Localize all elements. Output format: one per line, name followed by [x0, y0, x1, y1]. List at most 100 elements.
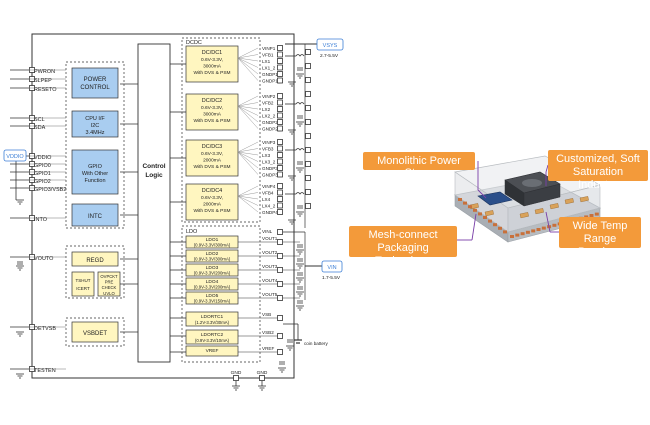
pin-label-gpio1: GPIO1 [34, 171, 51, 177]
dcdc-pin-2-5 [277, 125, 283, 132]
pin-label-gpio3: GPIO3/VSB2 [34, 187, 66, 193]
dcdc-pin-label-3-3: LX3_2 [262, 160, 276, 165]
vsys-rail-box [316, 38, 344, 51]
dcdc-wire-2-1 [237, 102, 259, 107]
dcdc-spec-4-line: 2000mA [203, 202, 222, 208]
bypass-node-10 [305, 189, 311, 195]
pad-right-4 [531, 229, 536, 233]
bypass-node-3 [305, 91, 311, 97]
cpu-if-text-line: I2C [91, 123, 100, 129]
ldortc-block-2 [185, 329, 239, 345]
bypass-node-0 [305, 49, 311, 55]
regd-block [71, 251, 119, 267]
power-control-block [71, 67, 119, 99]
ldo-pin-1 [277, 239, 283, 245]
leader-mesh-2 [471, 213, 477, 241]
pin-label-testen: TESTEN [34, 368, 56, 374]
dcdc-wire-1-2 [237, 57, 259, 62]
callout-passives: Wide Temp Range Passives [559, 217, 641, 258]
dcdc-wire-3-5 [237, 151, 259, 175]
vsbdet-block [71, 321, 119, 343]
dcdc-spec-4-line: With DVS & PSM [193, 208, 230, 214]
dcdc-wire-3-4 [237, 151, 259, 169]
dcdc-pin-4-4 [277, 209, 283, 215]
dcdc-pin-3-4 [277, 165, 283, 171]
ldo-spec-3: (0.9V-3.3V/200mA) [194, 271, 231, 276]
dcdc-wire-3-0 [237, 141, 259, 153]
ldortc-block-3 [185, 345, 239, 357]
dcdc-spec-3-line: With DVS & PSM [193, 164, 230, 170]
leader-monolithic-2 [477, 189, 487, 199]
dcdc-pin-3-3 [277, 158, 283, 165]
dcdc-pin-label-4-4: GNDP4 [262, 210, 278, 215]
dcdc-wire-4-4 [237, 195, 259, 213]
dcdc-name-1: DC/DC1 [202, 50, 222, 56]
pin-label-detvsb: DETVSB [34, 326, 56, 332]
dcdc-pin-label-1-4: GNDP1 [262, 72, 278, 77]
gpio-text-line: Function [84, 178, 105, 184]
pad-right-6 [541, 226, 546, 230]
ldortc-spec-2: (0.9V-3.3V/10mA) [195, 338, 230, 343]
ldo-name-3: LDO3 [206, 265, 219, 271]
dcdc-wire-3-1 [237, 148, 259, 153]
dcdc-pin-1-5 [277, 77, 283, 84]
pin-label-scl: SCL [34, 117, 45, 123]
ldo-pin-label-2: VOUT2 [262, 250, 278, 255]
dcdc-pin-4-0 [277, 183, 283, 189]
pad-left-8 [498, 226, 502, 230]
pad-left-4 [478, 212, 482, 216]
ldortc-name-1: LDORTC1 [201, 314, 224, 320]
pin-label-gpio0: GPIO0 [34, 163, 51, 169]
bypass-node-4 [305, 105, 311, 111]
dcdc-pin-4-1 [277, 189, 283, 196]
dcdc-pin-2-1 [277, 99, 283, 106]
dcdc-pin-label-2-0: VINP2 [262, 94, 276, 99]
vsbdet-text: VSBDET [83, 331, 107, 337]
passive-1 [484, 210, 494, 217]
prot-text-line: OVPCKT [100, 274, 118, 279]
pad-left-6 [488, 219, 492, 223]
inductor-3 [295, 192, 305, 195]
passive-5 [564, 198, 574, 205]
passive-4 [549, 203, 559, 210]
pad-right-1 [515, 233, 520, 237]
dcdc-wire-4-1 [237, 192, 259, 197]
dcdc-pin-1-1 [277, 51, 283, 58]
bypass-node-9 [305, 175, 311, 181]
inductor-2 [295, 148, 305, 151]
inductor-1 [295, 102, 305, 105]
gpio-block [71, 149, 119, 195]
bypass-node-8 [305, 161, 311, 167]
pad-right-0 [510, 235, 514, 238]
dcdc-pin-label-4-2: LX4 [262, 197, 271, 202]
pin-label-vddio: VDDIO [34, 155, 52, 161]
ldortc-name-3: VREF [206, 348, 219, 354]
ldo-spec-1: (0.9V-3.3V/300mA) [194, 243, 231, 248]
vddio-rail-box [3, 149, 27, 162]
pad-left-7 [493, 223, 497, 227]
dcdc-name-4: DC/DC4 [202, 188, 222, 194]
pad-left-9 [503, 230, 507, 234]
prot-text-line: UVLO [103, 291, 115, 296]
inductor-core [522, 179, 542, 187]
vsys-range-label: 2.7-5.5V [320, 53, 339, 59]
dcdc-wire-2-0 [237, 95, 259, 107]
ldortc-pin-label-1: VSB [262, 312, 271, 317]
dcdc-wire-4-0 [237, 185, 259, 197]
pad-right-8 [552, 223, 557, 227]
ldo-spec-2: (0.9V-3.3V/300mA) [194, 257, 231, 262]
dcdc-title: DCDC [186, 40, 202, 46]
dcdc-pin-label-4-0: VINP4 [262, 184, 276, 189]
ldo-title: LDO [186, 229, 198, 235]
dcdc-pin-4-3 [277, 202, 283, 209]
dcdc-pin-4-2 [277, 196, 283, 202]
dcdc-pin-label-3-2: LX3 [262, 153, 271, 158]
chip-outline [31, 33, 295, 379]
pad-right-16 [594, 212, 599, 216]
bypass-node-6 [305, 133, 311, 139]
dcdc-wire-3-2 [237, 151, 259, 156]
ldo-pin-label-4: VOUT4 [262, 278, 278, 283]
dcdc-spec-1-line: 0.6V-3.3V, [201, 57, 223, 63]
dcdc-spec-2-line: 0.6V-3.3V, [201, 105, 223, 111]
dcdc-pin-label-1-3: LX1_2 [262, 66, 276, 71]
